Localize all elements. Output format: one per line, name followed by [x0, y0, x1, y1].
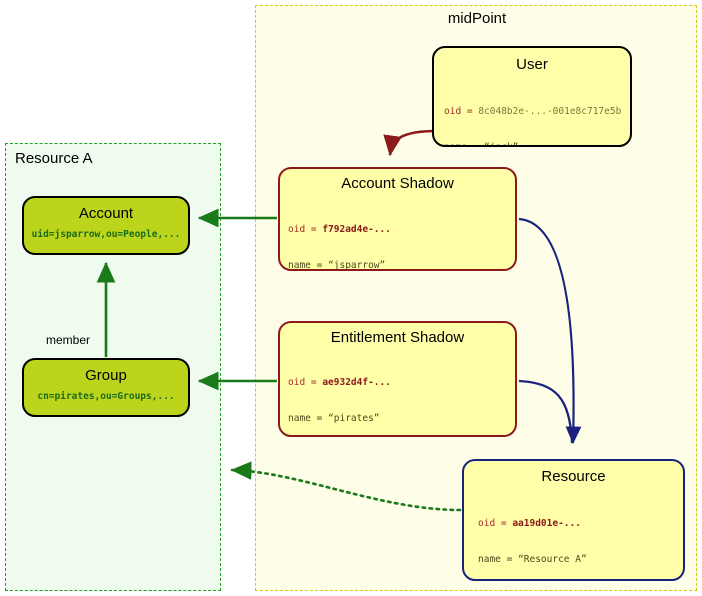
resource-a-panel-title: Resource A	[15, 150, 93, 167]
group-resource-object[interactable]: Group cn=pirates,ou=Groups,...	[22, 358, 190, 417]
entitlement-shadow-box[interactable]: Entitlement Shadow oid = ae932d4f-... na…	[278, 321, 517, 437]
acct-attr-name-key: name =	[288, 259, 329, 271]
res-attr-oid-key: oid =	[478, 517, 513, 529]
resource-object-box[interactable]: Resource oid = aa19d01e-... name = “Reso…	[462, 459, 685, 581]
acct-attr-oid-key: oid =	[288, 223, 323, 235]
user-object-box[interactable]: User oid = 8c048b2e-...-001e8c717e5b nam…	[432, 46, 632, 147]
user-box-attributes: oid = 8c048b2e-...-001e8c717e5b name = “…	[444, 82, 630, 147]
user-attr-name-key: name =	[444, 141, 485, 147]
member-edge-label: member	[46, 333, 91, 347]
account-resource-object[interactable]: Account uid=jsparrow,ou=People,...	[22, 196, 190, 255]
ent-attr-oid-value: ae932d4f-...	[322, 376, 391, 388]
res-attr-name-key: name =	[478, 553, 519, 565]
account-shadow-attributes: oid = f792ad4e-... name = “jsparrow” res…	[288, 200, 515, 271]
account-shadow-title: Account Shadow	[341, 175, 454, 192]
account-object-dn: uid=jsparrow,ou=People,...	[31, 228, 181, 240]
acct-attr-name-value: “jsparrow”	[328, 259, 386, 271]
user-attr-oid-key: oid =	[444, 105, 479, 117]
user-attr-name-value: “jack”	[484, 141, 519, 147]
group-object-dn: cn=pirates,ou=Groups,...	[37, 390, 175, 402]
resource-box-attributes: oid = aa19d01e-... name = “Resource A” c…	[478, 494, 683, 580]
ent-attr-oid-key: oid =	[288, 376, 323, 388]
group-object-title: Group	[85, 367, 127, 384]
account-shadow-box[interactable]: Account Shadow oid = f792ad4e-... name =…	[278, 167, 517, 271]
acct-attr-oid-value: f792ad4e-...	[322, 223, 391, 235]
entitlement-shadow-title: Entitlement Shadow	[330, 329, 465, 346]
user-box-title: User	[516, 56, 548, 73]
ent-attr-name-key: name =	[288, 412, 329, 424]
account-object-title: Account	[78, 205, 134, 222]
resource-box-title: Resource	[541, 468, 606, 485]
res-attr-name-value: “Resource A”	[518, 553, 587, 565]
midpoint-panel-title: midPoint	[447, 10, 507, 27]
user-attr-oid-value: 8c048b2e-...-001e8c717e5b	[478, 105, 622, 117]
ent-attr-name-value: “pirates”	[328, 412, 380, 424]
res-attr-oid-value: aa19d01e-...	[512, 517, 581, 529]
entitlement-shadow-attributes: oid = ae932d4f-... name = “pirates” reso…	[288, 353, 515, 436]
